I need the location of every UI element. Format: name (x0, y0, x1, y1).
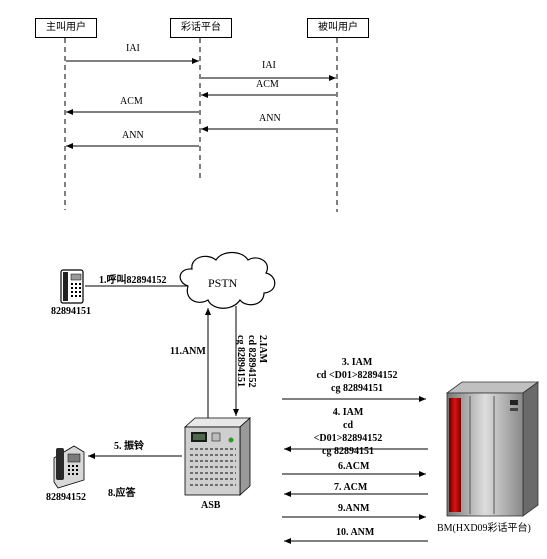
msg-label-ann-1: ANN (259, 113, 281, 124)
asb-switch-icon (183, 417, 252, 496)
step3-label: 3. IAM cd <D01>82894152 cg 82894151 (312, 356, 402, 395)
pstn-label: PSTN (208, 276, 238, 290)
step4-line2: cd <D01>82894152 (313, 420, 383, 444)
step2-line1: 2.IAM (257, 335, 268, 364)
step5-label: 5. 振铃 (114, 441, 144, 452)
pstn-cloud (179, 251, 276, 309)
step4-label: 4. IAM cd <D01>82894152 cg 82894151 (308, 406, 388, 458)
step8-label: 8.应答 (108, 488, 136, 499)
msg-label-ann-2: ANN (122, 130, 144, 141)
step4-line3: cg 82894151 (322, 446, 374, 457)
bm-platform-server-icon (445, 381, 540, 517)
caller-number: 82894151 (51, 306, 91, 317)
step2-line3: cg 82894151 (235, 335, 246, 387)
msg-label-iai-2: IAI (262, 60, 276, 71)
callee-phone-icon (53, 445, 85, 489)
step3-line2: cd <D01>82894152 (316, 370, 398, 381)
step2-label: 2.IAM cd 82894152 cg 82894151 (228, 335, 268, 405)
step11-label: 11.ANM (170, 346, 206, 357)
step3-line1: 3. IAM (341, 357, 373, 368)
step4-line1: 4. IAM (332, 407, 364, 418)
participant-platform: 彩话平台 (170, 18, 232, 38)
msg-label-iai-1: IAI (126, 43, 140, 54)
asb-label: ASB (201, 500, 221, 511)
step7-label: 7. ACM (334, 482, 368, 493)
step10-label: 10. ANM (336, 527, 375, 538)
callee-number: 82894152 (46, 492, 86, 503)
step6-label: 6.ACM (338, 461, 370, 472)
step3-line3: cg 82894151 (331, 383, 383, 394)
msg-label-acm-2: ACM (120, 96, 143, 107)
participant-callee: 被叫用户 (307, 18, 369, 38)
msg-label-acm-1: ACM (256, 79, 279, 90)
desk-phone-icon (60, 269, 84, 304)
step9-label: 9.ANM (338, 503, 370, 514)
step1-label: 1.呼叫82894152 (99, 275, 167, 286)
participant-caller: 主叫用户 (35, 18, 97, 38)
bm-platform-label: BM(HXD09彩话平台) (437, 523, 531, 534)
step2-line2: cd 82894152 (246, 335, 257, 388)
